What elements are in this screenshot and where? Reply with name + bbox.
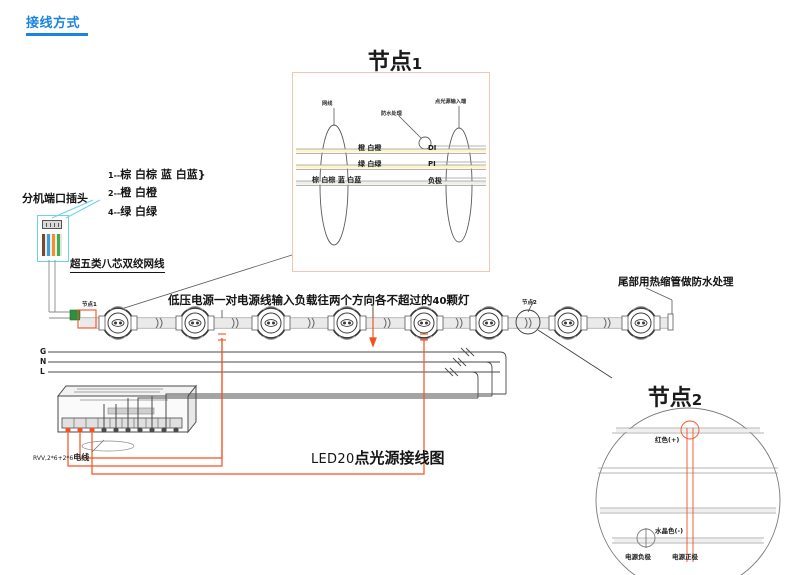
rj45-connector-icon (42, 220, 62, 229)
plug-label: 分机端口插头 (22, 192, 88, 205)
rvv-cable-word: 电线 (73, 453, 90, 462)
node1-wire-colors-0: 橙 白橙 (358, 144, 382, 152)
psu-terminal-n: N (40, 357, 47, 366)
node2-string-tag: 节点2 (522, 300, 537, 306)
node1-string-tag: 节点1 (82, 302, 97, 308)
node1-wire-colors-2: 棕 白棕 蓝 白蓝 (312, 176, 362, 184)
node2-power-negative-label: 电源负极 (625, 553, 651, 561)
node1-title-sub: 1 (411, 55, 423, 73)
psu-terminal-g: G (40, 347, 47, 356)
node1-network-cable-label: 网线 (322, 101, 333, 107)
load-note-tail: 颗灯 (446, 293, 470, 307)
rvv-cable-label: RVV,2*6+2*6电线 (33, 452, 89, 463)
node1-pin-0: DI (428, 144, 437, 152)
node2-crystal-negative-label: 水晶色(-) (655, 527, 684, 535)
node2-red-positive-label: 红色(+) (655, 436, 680, 444)
node1-title-main: 节点 (367, 50, 412, 75)
tail-waterproof-note: 尾部用热缩管做防水处理 (618, 276, 734, 288)
wire-pair-row-1: 2--橙 白橙 (108, 184, 157, 200)
wire-pair-row-2: 4--绿 白绿 (108, 203, 157, 219)
node2-title: 节点2 (600, 380, 750, 412)
node1-wire-colors-1: 绿 白绿 (358, 160, 382, 168)
node2-title-sub: 2 (691, 391, 703, 409)
title-underline (26, 33, 88, 36)
wire-pair-num-2: 4-- (108, 208, 121, 217)
node2-title-main: 节点 (647, 386, 692, 411)
led-modules (98, 306, 661, 340)
node1-pin-2: 负极 (428, 177, 442, 185)
wire-pair-text-1: 橙 白橙 (120, 186, 158, 199)
node2-power-positive-label: 电源正极 (672, 553, 698, 561)
cable-strands-icon (42, 234, 62, 256)
main-title-cjk: 点光源接线图 (354, 449, 445, 467)
node1-pin-1: PI (428, 160, 436, 168)
wire-pair-num-0: 1-- (108, 171, 121, 180)
node1-waterproof-label: 防水处理 (381, 111, 402, 117)
load-note-count: 40 (432, 296, 447, 307)
wire-pair-text-2: 绿 白绿 (120, 205, 158, 218)
psu-body (56, 384, 198, 434)
load-note-text: 低压电源一对电源线输入负载往两个方向各不超过的 (168, 293, 433, 307)
load-note: 低压电源一对电源线输入负载往两个方向各不超过的40颗灯 (168, 292, 469, 308)
node1-light-input-label: 点光源输入端 (435, 99, 467, 105)
page-title: 接线方式 (26, 16, 81, 31)
cat5-cable-label: 超五类八芯双绞网线 (70, 256, 165, 273)
wire-pair-row-0: 1--棕 白棕 蓝 白蓝} (108, 166, 206, 182)
main-title-latin: LED20 (311, 452, 355, 467)
wire-pair-text-0: 棕 白棕 蓝 白蓝} (120, 168, 206, 181)
node1-title: 节点1 (330, 44, 460, 76)
psu-terminal-l: L (40, 367, 45, 376)
wire-pair-num-1: 2-- (108, 189, 121, 198)
rvv-cable-spec: RVV,2*6+2*6 (33, 455, 74, 462)
diagram-main-title: LED20点光源接线图 (311, 447, 445, 468)
